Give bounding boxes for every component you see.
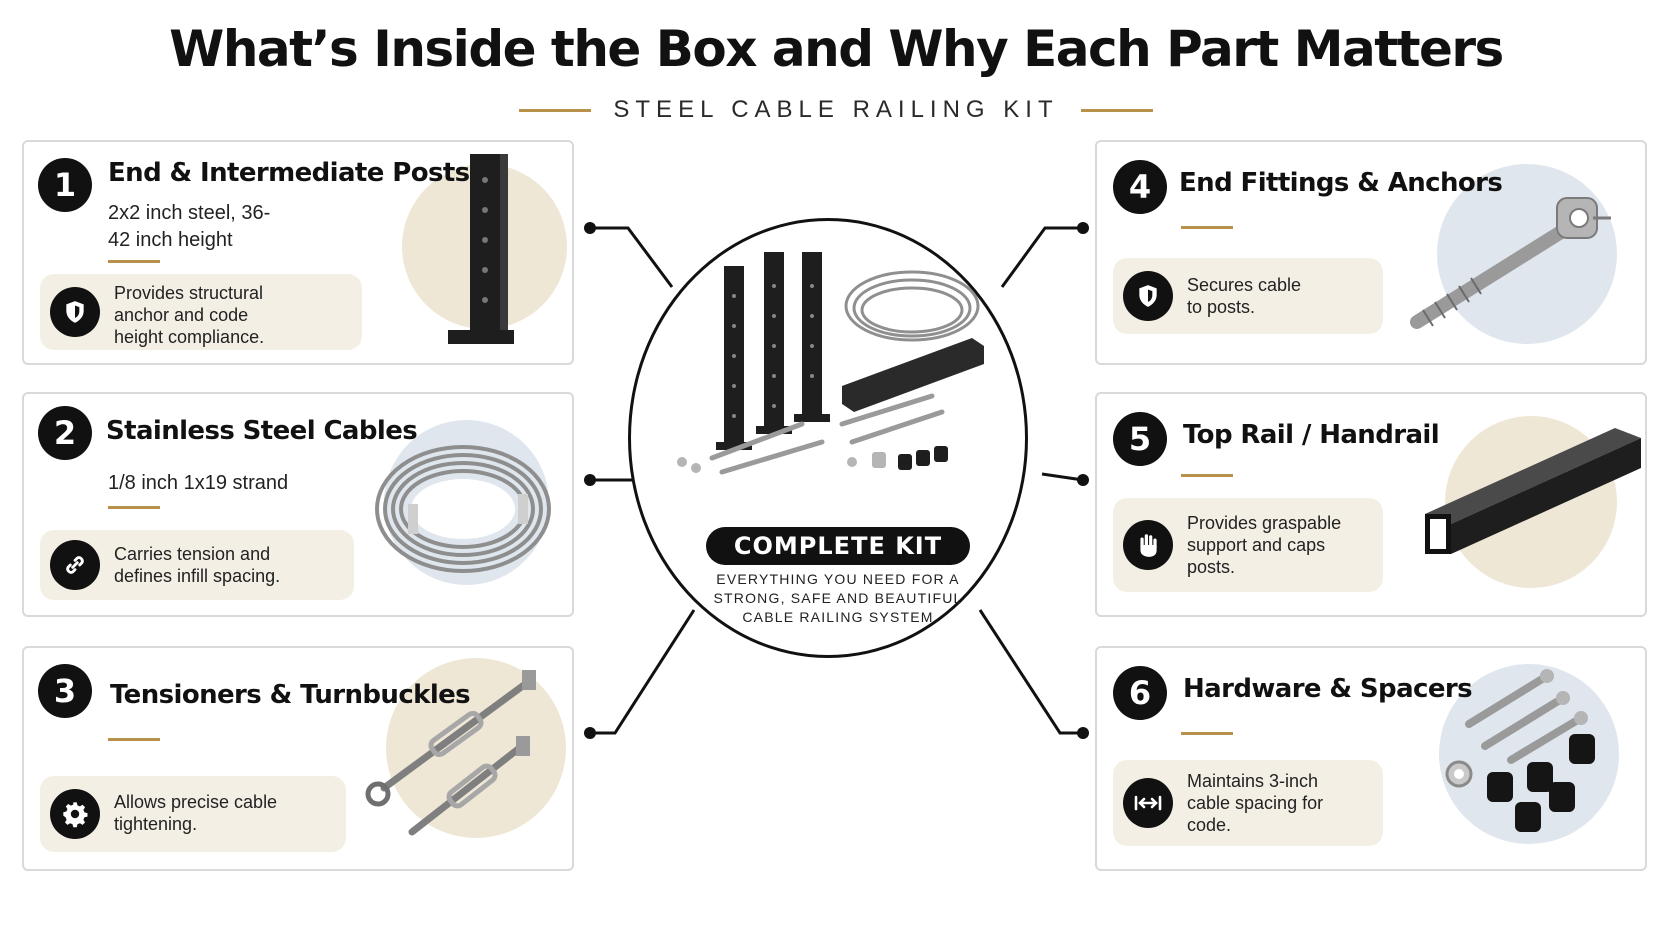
cable-coil-illustration [375, 445, 551, 573]
kit-spacers [898, 446, 948, 470]
benefit-text: Provides structural anchor and code heig… [114, 283, 265, 347]
link-icon [50, 540, 100, 590]
subtitle-row: STEEL CABLE RAILING KIT [0, 95, 1672, 125]
connector-dot-4 [1077, 222, 1089, 234]
kit-turnbuckles [709, 393, 945, 475]
benefit-box: Maintains 3-inch cable spacing for code. [1113, 760, 1383, 846]
shield-icon [1123, 271, 1173, 321]
benefit-text: Maintains 3-inch cable spacing for code. [1187, 771, 1324, 835]
component-title: End Fittings & Anchors [1179, 168, 1503, 198]
benefit-text: Secures cable to posts. [1187, 275, 1302, 317]
subtitle-rule-right [1080, 108, 1153, 112]
kit-contents-illustration [677, 252, 984, 475]
connector-5 [1041, 472, 1084, 482]
accent-rule [108, 260, 160, 263]
gear-icon [50, 789, 100, 839]
benefit-text: Provides graspable support and caps post… [1187, 513, 1342, 577]
turnbuckle-illustration [365, 670, 536, 836]
connector-dot-6 [1077, 727, 1089, 739]
step-number-badge: 4 [1113, 160, 1167, 214]
kit-top-rail [842, 338, 984, 412]
benefit-box: Provides structural anchor and code heig… [40, 274, 362, 350]
accent-rule [108, 738, 160, 741]
post-illustration [448, 154, 514, 344]
benefit-text: Carries tension and defines infill spaci… [114, 544, 281, 586]
connector-6 [978, 609, 1083, 735]
benefit-text: Allows precise cable tightening. [114, 792, 278, 834]
step-number-badge: 5 [1113, 412, 1167, 466]
component-title: End & Intermediate Posts [108, 158, 470, 188]
step-number-badge: 6 [1113, 666, 1167, 720]
step-number-badge: 2 [38, 406, 92, 460]
accent-rule [108, 506, 160, 509]
benefit-box: Carries tension and defines infill spaci… [40, 530, 354, 600]
page-subtitle: STEEL CABLE RAILING KIT [613, 96, 1059, 123]
component-card-4: 4 End Fittings & Anchors Secures cable t… [1095, 140, 1647, 365]
benefit-box: Provides graspable support and caps post… [1113, 498, 1383, 592]
complete-kit-label: COMPLETE KIT [706, 527, 970, 565]
connector-dot-3 [584, 727, 596, 739]
component-card-2: 2 Stainless Steel Cables 1/8 inch 1x19 s… [22, 392, 574, 617]
benefit-box: Allows precise cable tightening. [40, 776, 346, 852]
component-title: Stainless Steel Cables [106, 416, 418, 446]
connector-dot-5 [1077, 474, 1089, 486]
top-rail-illustration [1425, 428, 1641, 554]
complete-kit-description: EVERYTHING YOU NEED FOR A STRONG, SAFE A… [713, 571, 963, 625]
spacing-icon [1123, 778, 1173, 828]
connector-dot-1 [584, 222, 596, 234]
connector-3 [590, 609, 696, 735]
page-title: What’s Inside the Box and Why Each Part … [169, 20, 1504, 78]
kit-post-3 [802, 252, 822, 418]
component-card-3: 3 Tensioners & Turnbuckles Allows precis… [22, 646, 574, 871]
component-card-6: 6 Hardware & Spacers Maintains 3-inch ca… [1095, 646, 1647, 871]
accent-rule [1181, 226, 1233, 229]
connector-1 [590, 226, 674, 288]
connector-dot-2 [584, 474, 596, 486]
step-number-badge: 3 [38, 664, 92, 718]
component-title: Top Rail / Handrail [1183, 420, 1440, 450]
component-title: Hardware & Spacers [1183, 674, 1473, 704]
end-fitting-illustration [1410, 197, 1611, 329]
component-title: Tensioners & Turnbuckles [110, 680, 471, 710]
kit-post-2 [764, 252, 784, 430]
component-card-5: 5 Top Rail / Handrail Provides graspable… [1095, 392, 1647, 617]
benefit-box: Secures cable to posts. [1113, 258, 1383, 334]
subtitle-rule-left [519, 108, 592, 112]
shield-icon [50, 287, 100, 337]
hand-icon [1123, 520, 1173, 570]
step-number-badge: 1 [38, 158, 92, 212]
connector-4 [1000, 226, 1083, 288]
accent-rule [1181, 474, 1233, 477]
kit-cable-coil [844, 270, 980, 342]
accent-rule [1181, 732, 1233, 735]
component-card-1: 1 End & Intermediate Posts 2x2 inch stee… [22, 140, 574, 365]
hardware-illustration [1445, 669, 1595, 832]
component-spec: 2x2 inch steel, 36-42 inch height [108, 202, 271, 251]
component-spec: 1/8 inch 1x19 strand [108, 472, 289, 494]
